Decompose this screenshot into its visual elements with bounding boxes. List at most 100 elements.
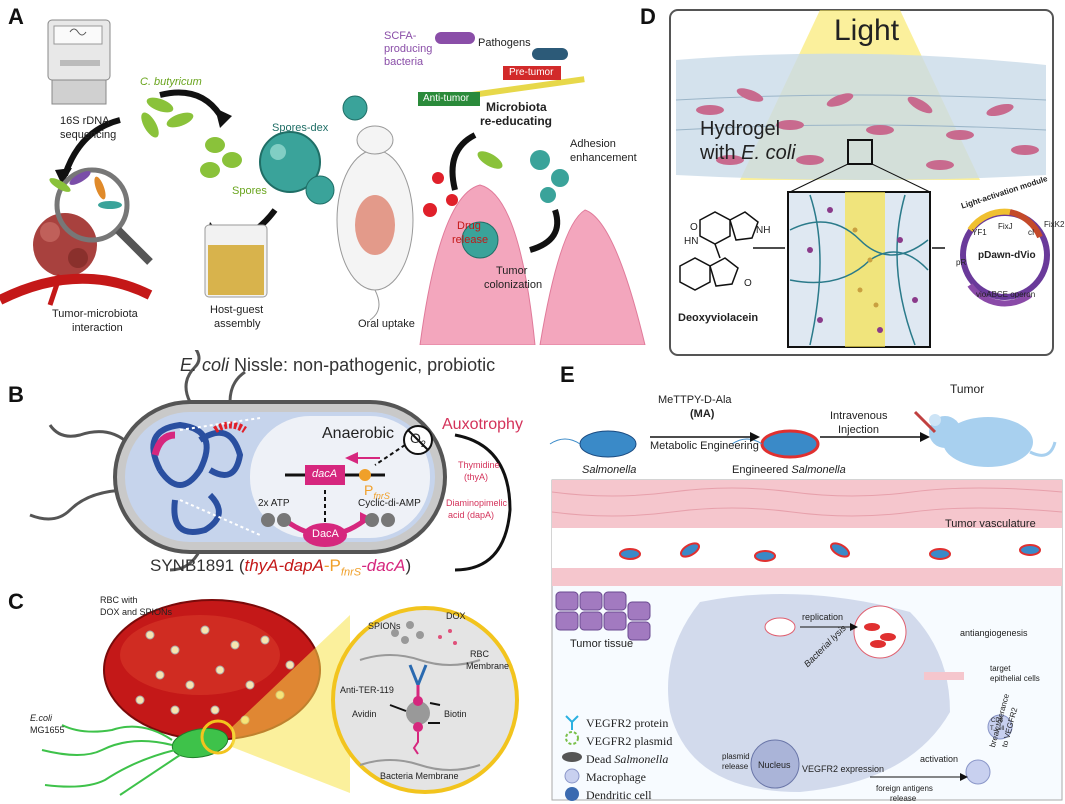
host-guest-label-2: assembly	[214, 318, 261, 330]
spores-label: Spores	[232, 185, 267, 197]
panel-a-illustration	[0, 19, 646, 345]
legend-vegfr2-protein: VEGFR2 protein	[586, 716, 669, 730]
engineered-salmonella-label: Engineered Salmonella	[732, 464, 846, 476]
panel-a-label: A	[8, 4, 24, 29]
panel-b-title: E. coli Nissle: non-pathogenic, probioti…	[180, 355, 495, 376]
anti-tumor-label: Anti-tumor	[423, 93, 470, 104]
intestinal-villus-icon	[419, 184, 646, 345]
thymidine-label-2: (thyA)	[464, 472, 489, 482]
cd8-label-2: T cell	[990, 726, 1005, 732]
auxotrophy-label: Auxotrophy	[442, 416, 523, 433]
spores-dex-label: Spores-dex	[272, 122, 329, 134]
ci-label: cI	[1028, 228, 1035, 237]
bacteria-cluster-icon	[141, 97, 242, 178]
promoter-label: PfnrS	[364, 482, 390, 501]
engineered-italic: Salmonella	[791, 464, 846, 476]
yf1-label: YF1	[972, 228, 987, 237]
dox-label: DOX	[446, 611, 466, 621]
magnifier-icon	[54, 167, 153, 265]
tumor-icon	[0, 213, 153, 306]
plasmid-release-label-1: plasmid	[722, 752, 750, 761]
panel-e: E MeTTPY-D-Ala (MA) Metabolic Engineerin…	[520, 362, 1065, 804]
promoter-symbol: P	[364, 482, 374, 498]
iv-label-2: Injection	[838, 424, 879, 436]
o-top-label: O	[690, 222, 698, 233]
rbc-label-2: DOX and SPIONs	[100, 607, 173, 617]
sequencing-label-2: sequencing	[60, 129, 117, 141]
daca-gene-label: dacA	[312, 468, 338, 480]
salmonella-label: Salmonella	[582, 464, 637, 476]
deoxyviolacein-label: Deoxyviolacein	[678, 312, 759, 324]
scfa-label-3: bacteria	[384, 56, 424, 68]
strain-close: )	[405, 556, 412, 575]
drug-release-label-1: Drug	[457, 220, 481, 232]
tumor-tissue-label: Tumor tissue	[570, 638, 634, 650]
drug-release-label-2: release	[452, 234, 489, 246]
operon-label: vioABCE operon	[976, 290, 1036, 299]
sequencer-machine-icon	[47, 19, 111, 105]
strain-label: SYNB1891 (thyA-dapA-PfnrS-dacA)	[150, 556, 411, 578]
panel-b-illustration	[29, 350, 512, 572]
legend-dead-plain: Dead	[586, 752, 615, 766]
panel-d-illustration	[669, 9, 1054, 356]
metab-label-3: Metabolic Engineering	[650, 440, 759, 452]
fixj-label: FixJ	[998, 222, 1013, 231]
avidin-label: Avidin	[352, 709, 377, 719]
atp-label: 2x ATP	[258, 498, 290, 509]
strain-part2: -P	[323, 556, 341, 575]
replication-label: replication	[802, 612, 844, 622]
foreign-antigens-label-1: foreign antigens	[876, 784, 933, 793]
hydrogel-bacteria-icon	[696, 88, 1039, 170]
strain-part3: -dacA	[361, 556, 406, 575]
oral-uptake-label: Oral uptake	[358, 318, 415, 330]
host-guest-label-1: Host-guest	[210, 304, 264, 316]
pr-label: pR	[956, 258, 967, 267]
plasmid-icon	[960, 208, 1050, 307]
mouse-icon	[336, 125, 414, 321]
daca-protein-label: DacA	[312, 528, 339, 540]
sequencing-label-1: 16S rDNA	[60, 115, 110, 127]
legend-macrophage: Macrophage	[586, 770, 646, 784]
panel-c-illustration	[41, 599, 519, 796]
plasmid-name-label: pDawn-dVio	[978, 250, 1036, 261]
microbiota-label-2: re-educating	[480, 114, 553, 128]
panel-d: D Light Hydrogel with E. coli Deoxyviola…	[640, 0, 1065, 360]
adhesion-label-2: enhancement	[570, 152, 637, 164]
hydrogel-label-1: Hydrogel	[700, 118, 781, 140]
tumor-tissue-icon	[555, 591, 651, 641]
chromosome-icon	[150, 421, 244, 535]
microbiota-label-1: Microbiota	[486, 100, 547, 114]
pathogens-label: Pathogens	[478, 37, 531, 49]
diaminopimelic-label-1: Diaminopimelic	[446, 498, 508, 508]
thymidine-label-1: Thymidine	[458, 460, 500, 470]
panel-c-label: C	[8, 589, 24, 614]
vegfr2-expression-label: VEGFR2 expression	[802, 764, 885, 774]
strain-plain: SYNB1891 (	[150, 556, 245, 575]
strain-subscript: fnrS	[340, 566, 362, 579]
target-label-2: epithelial cells	[990, 674, 1040, 683]
panel-d-label: D	[640, 4, 656, 29]
panel-b-label: B	[8, 382, 24, 407]
c-butyricum-label: C. butyricum	[140, 76, 202, 88]
tumor-vasculature-label: Tumor vasculature	[945, 518, 1036, 530]
spores-dex-icon	[259, 131, 335, 205]
foreign-antigens-label-2: release	[890, 794, 917, 803]
iv-label-1: Intravenous	[830, 410, 888, 422]
panel-b-title-rest: Nissle: non-pathogenic, probiotic	[229, 355, 496, 375]
fixk2-label: FixK2	[1044, 220, 1065, 229]
tumor-microbiota-label-1: Tumor-microbiota	[52, 308, 138, 320]
hydrogel-label-2-plain: with	[700, 142, 742, 164]
cyclic-di-amp-label: Cyclic-di-AMP	[358, 498, 421, 509]
diaminopimelic-label-2: acid (dapA)	[448, 510, 495, 520]
bacteria-membrane-label: Bacteria Membrane	[380, 771, 459, 781]
panel-b-title-italic: E. coli	[180, 355, 230, 375]
panel-c: C RBC with DOX and SPIONs E.coli MG1655 …	[0, 585, 520, 800]
metab-label-2: (MA)	[690, 408, 715, 420]
o2-symbol: O	[410, 430, 421, 446]
scfa-label-2: producing	[384, 43, 433, 55]
o2-label: O2	[410, 430, 426, 449]
nh-label: NH	[756, 225, 771, 236]
biotin-label: Biotin	[444, 709, 467, 719]
hydrogel-label-2: with E. coli	[700, 142, 796, 165]
rbc-membrane-label-1: RBC	[470, 649, 490, 659]
